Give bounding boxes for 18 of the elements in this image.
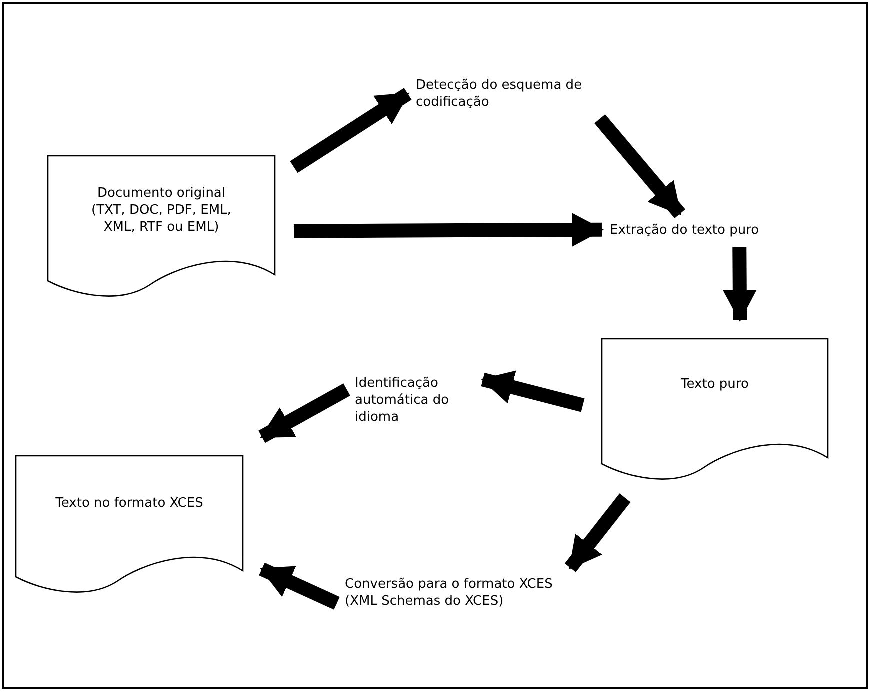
document-label: Texto puro — [680, 376, 750, 393]
block-arrow — [259, 562, 340, 610]
document-label: Documento original (TXT, DOC, PDF, EML, XML, RTF ou EML) — [90, 185, 232, 236]
document-shape — [47, 155, 276, 297]
step-label: Detecção do esquema de codificação — [416, 77, 584, 111]
document-shape — [15, 455, 244, 593]
block-arrow — [564, 494, 631, 572]
document-shape — [601, 338, 829, 480]
block-arrow — [722, 246, 757, 322]
step-label: Conversão para o formato XCES (XML Schemas do XCES) — [345, 576, 554, 610]
step-label: Extração do texto puro — [610, 222, 760, 239]
step-label: Identificação automática do idioma — [355, 375, 450, 426]
block-arrow — [258, 384, 350, 444]
document-label: Texto no formato XCES — [54, 495, 204, 512]
block-arrow — [594, 114, 686, 219]
block-arrow — [294, 212, 604, 247]
block-arrow — [290, 88, 412, 174]
block-arrow — [481, 370, 585, 412]
